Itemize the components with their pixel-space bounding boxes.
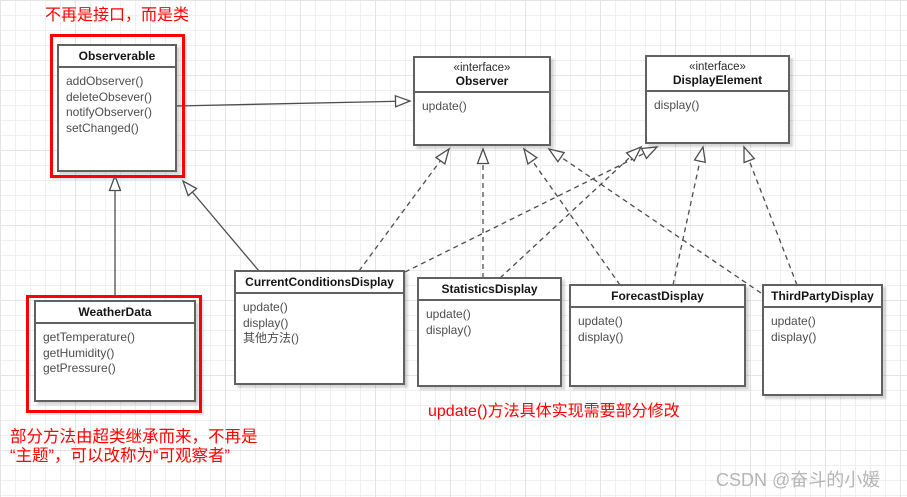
method: 其他方法() bbox=[243, 331, 299, 345]
class-thirdpartydisplay: ThirdPartyDisplay update() display() bbox=[762, 284, 883, 396]
class-statisticsdisplay-methods: update() display() bbox=[419, 301, 560, 344]
method: display() bbox=[771, 329, 817, 344]
class-forecastdisplay-methods: update() display() bbox=[571, 308, 744, 351]
class-displayelement: «interface» DisplayElement display() bbox=[645, 55, 790, 144]
method: update() bbox=[243, 300, 288, 314]
edge-forecast-implements-observer bbox=[522, 147, 621, 286]
class-forecastdisplay: ForecastDisplay update() display() bbox=[569, 284, 746, 387]
class-currentconditionsdisplay-methods: update() display() 其他方法() bbox=[236, 294, 403, 353]
class-name: Observer bbox=[455, 74, 509, 88]
method: getPressure() bbox=[43, 361, 116, 375]
class-statisticsdisplay: StatisticsDisplay update() display() bbox=[417, 277, 562, 387]
method: display() bbox=[654, 98, 700, 112]
method: update() bbox=[578, 314, 623, 328]
method: notifyObserver() bbox=[66, 105, 153, 119]
method: display() bbox=[243, 315, 289, 330]
edge-currentconditions-implements-displayelement bbox=[404, 146, 659, 273]
method: display() bbox=[578, 329, 624, 344]
edge-observerable-to-observer bbox=[175, 94, 412, 108]
edge-statistics-implements-displayelement bbox=[499, 145, 643, 279]
method: display() bbox=[426, 322, 472, 337]
annotation-inherit-note: 部分方法由超类继承而来，不再是 “主题”，可以改称为“可观察者” bbox=[10, 428, 258, 466]
method: update() bbox=[771, 314, 816, 328]
class-observerable-title: Observerable bbox=[59, 46, 175, 68]
class-observer: «interface» Observer update() bbox=[413, 56, 551, 146]
highlight-rect-observerable bbox=[50, 34, 185, 178]
edge-currentconditions-implements-observer bbox=[358, 147, 451, 272]
edge-thirdparty-implements-observer bbox=[547, 147, 762, 294]
class-displayelement-title: «interface» DisplayElement bbox=[647, 57, 788, 92]
class-forecastdisplay-title: ForecastDisplay bbox=[571, 286, 744, 308]
class-observerable: Observerable addObserver() deleteObsever… bbox=[57, 44, 177, 172]
annotation-inherit-note-line2: “主题”，可以改称为“可观察者” bbox=[10, 447, 230, 465]
method: setChanged() bbox=[66, 120, 139, 135]
method: deleteObsever() bbox=[66, 89, 153, 104]
class-thirdpartydisplay-title: ThirdPartyDisplay bbox=[764, 286, 881, 308]
class-observerable-methods: addObserver() deleteObsever() notifyObse… bbox=[59, 68, 175, 142]
highlight-rect-weatherdata bbox=[26, 295, 202, 413]
stereotype-label: «interface» bbox=[453, 62, 511, 74]
class-weatherdata-title: WeatherData bbox=[36, 302, 194, 324]
method: getTemperature() bbox=[43, 330, 136, 344]
class-observer-methods: update() bbox=[415, 93, 549, 121]
class-displayelement-methods: display() bbox=[647, 92, 788, 120]
class-weatherdata-methods: getTemperature() getHumidity() getPressu… bbox=[36, 324, 194, 383]
method: getHumidity() bbox=[43, 345, 115, 360]
annotation-update-note: update()方法具体实现需要部分修改 bbox=[428, 403, 680, 420]
class-statisticsdisplay-title: StatisticsDisplay bbox=[419, 279, 560, 301]
class-currentconditionsdisplay-title: CurrentConditionsDisplay bbox=[236, 272, 403, 294]
method: update() bbox=[422, 99, 467, 113]
class-weatherdata: WeatherData getTemperature() getHumidity… bbox=[34, 300, 196, 402]
class-observer-title: «interface» Observer bbox=[415, 58, 549, 93]
edge-thirdparty-implements-displayelement bbox=[743, 145, 798, 286]
class-currentconditionsdisplay: CurrentConditionsDisplay update() displa… bbox=[234, 270, 405, 385]
stereotype-label: «interface» bbox=[689, 61, 746, 73]
annotation-inherit-note-line1: 部分方法由超类继承而来，不再是 bbox=[10, 428, 258, 446]
method: update() bbox=[426, 307, 471, 321]
edge-currentconditions-extends-observerable bbox=[181, 179, 260, 272]
class-thirdpartydisplay-methods: update() display() bbox=[764, 308, 881, 351]
watermark-text: CSDN @奋斗的小媛 bbox=[716, 470, 881, 490]
class-name: DisplayElement bbox=[672, 73, 763, 87]
edge-forecast-implements-displayelement bbox=[672, 145, 707, 286]
method: addObserver() bbox=[66, 74, 144, 88]
annotation-not-interface-note: 不再是接口，而是类 bbox=[45, 7, 190, 24]
